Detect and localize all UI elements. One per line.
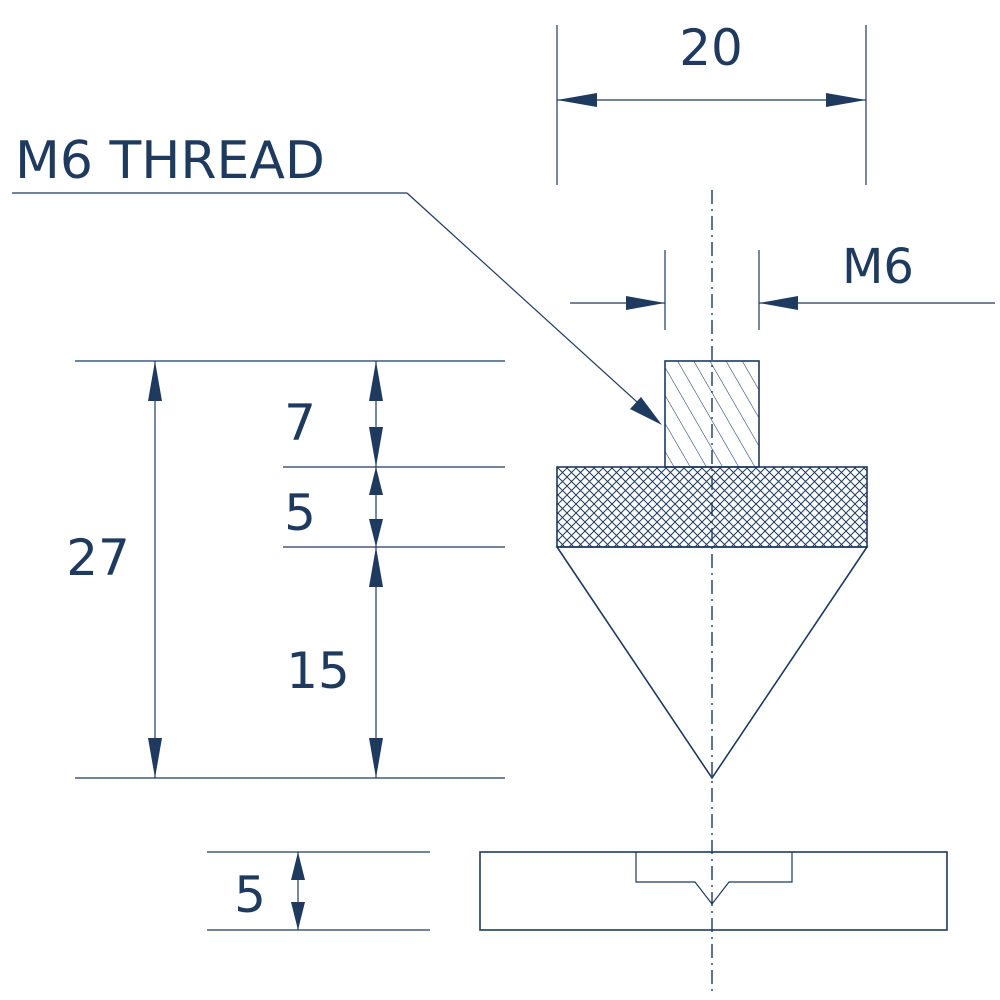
thread-diameter-dimension: M6 [570,239,995,330]
width-20-label: 20 [679,19,743,77]
base-height-dimension: 5 [207,851,430,931]
height-15-label: 15 [286,642,350,700]
width-20-dimension: 20 [556,19,867,185]
thread-callout: M6 THREAD [12,131,662,425]
threaded-stud [664,360,760,468]
thread-callout-label: M6 THREAD [15,131,325,191]
knurled-body [556,466,868,548]
cone-spike [555,546,869,780]
height-extension-lines [75,360,505,779]
base-height-label: 5 [234,866,266,924]
height-5-label: 5 [284,484,316,542]
stacked-height-dimensions: 7 5 15 [284,361,383,778]
height-27-dimension: 27 [66,361,162,778]
base-plate [479,851,948,931]
height-27-label: 27 [66,529,130,587]
thread-diameter-label: M6 [842,239,914,295]
height-7-label: 7 [284,394,316,452]
